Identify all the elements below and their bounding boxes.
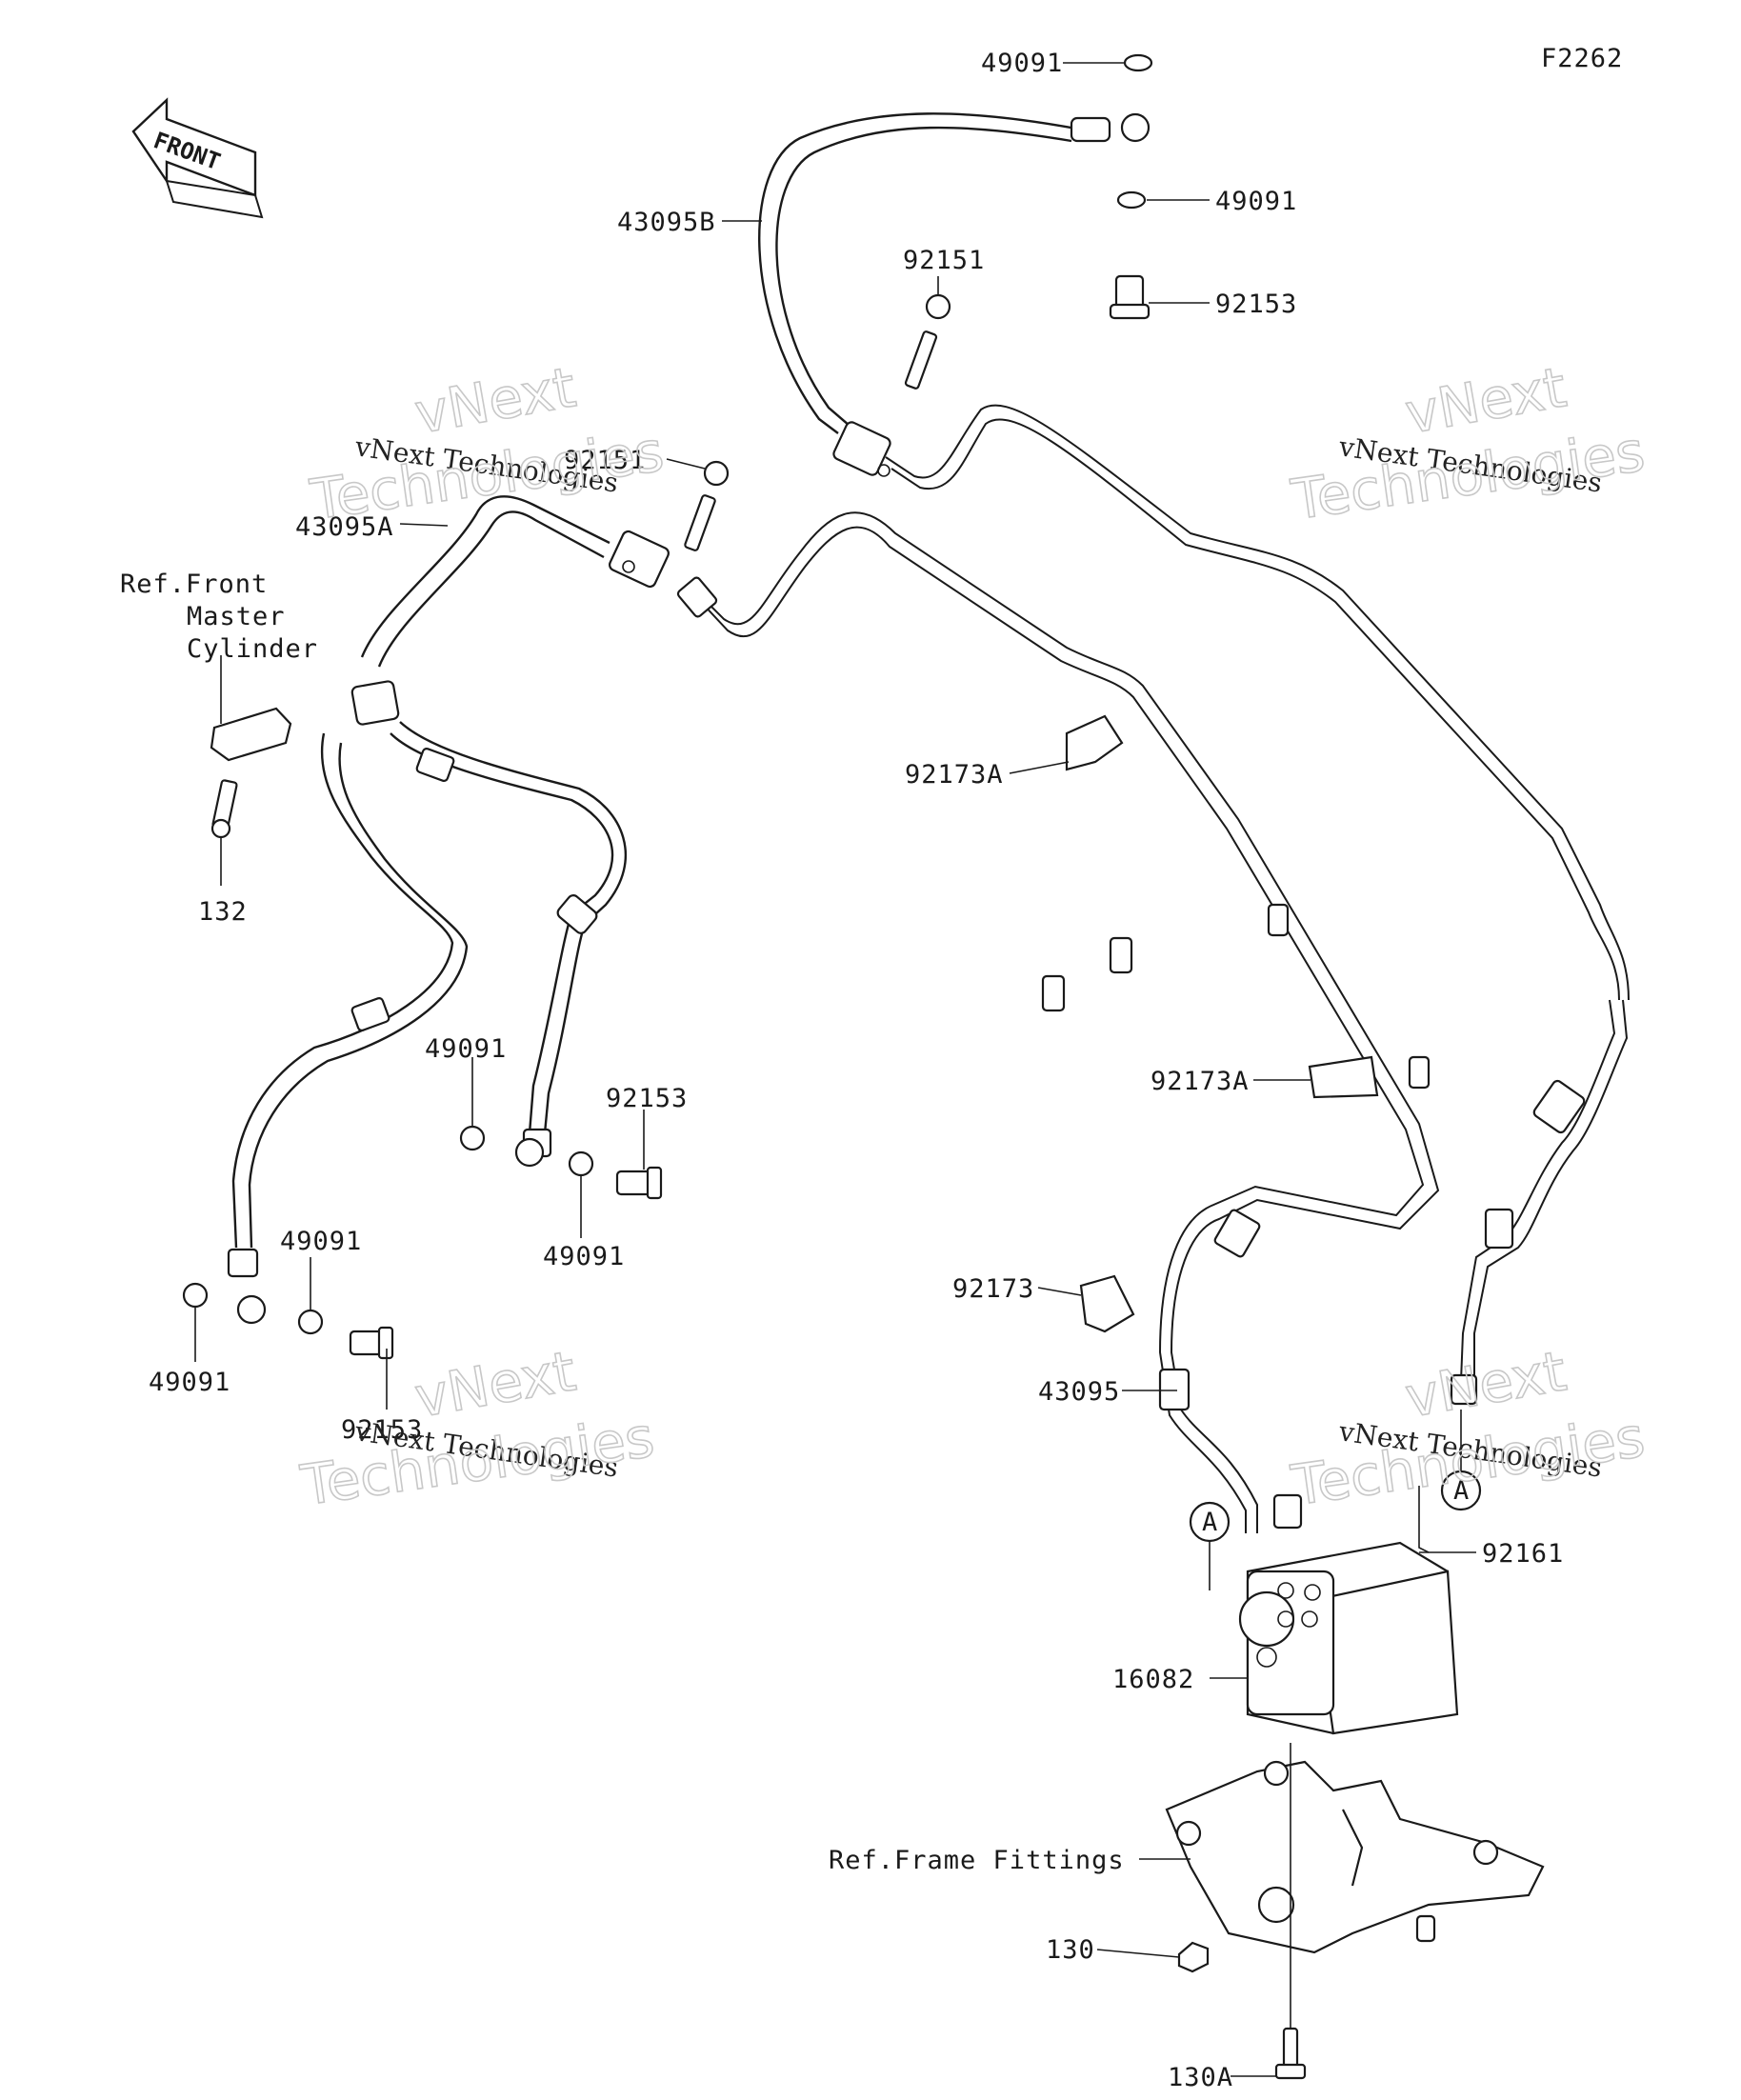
banjo-fitting-top xyxy=(1120,112,1151,143)
bolt-92151-b xyxy=(684,494,716,551)
watermark-top-left: vNext vNext Technologies Technologies xyxy=(306,354,669,533)
label-92153-mid: 92153 xyxy=(606,1084,688,1113)
washer-49091-low2 xyxy=(297,1309,324,1335)
label-92173: 92173 xyxy=(952,1274,1034,1304)
svg-text:vNext: vNext xyxy=(1401,1338,1571,1430)
clip-92173 xyxy=(1079,1274,1135,1333)
label-49091-mid: 49091 xyxy=(425,1034,507,1064)
label-16082: 16082 xyxy=(1112,1665,1194,1694)
bolt-92151-a xyxy=(904,330,938,390)
label-49091-top: 49091 xyxy=(981,49,1063,78)
marker-a1: A xyxy=(1189,1501,1231,1543)
brake-hoses xyxy=(227,112,1630,1533)
washer-49091-top xyxy=(1123,53,1153,72)
clip-92173A-b xyxy=(1308,1055,1379,1099)
label-ref-front-1: Ref.Front xyxy=(120,570,268,599)
watermark-top-right: vNext vNext Technologies Technologies xyxy=(1287,354,1650,533)
label-43095B: 43095B xyxy=(617,208,716,237)
watermark-bottom-right: vNext vNext Technologies Technologies xyxy=(1287,1338,1650,1519)
part-labels: 49091 49091 92153 43095B 92151 92151 430… xyxy=(120,49,1564,2092)
hose-splitter xyxy=(350,680,400,726)
svg-text:A: A xyxy=(1453,1476,1470,1506)
svg-text:vNext: vNext xyxy=(410,1338,581,1430)
bolt-130 xyxy=(1177,1941,1210,1973)
abs-hydraulic-unit xyxy=(1238,1486,1459,1735)
banjo-low xyxy=(236,1294,267,1325)
label-132: 132 xyxy=(198,897,248,927)
label-92153-top: 92153 xyxy=(1215,290,1297,319)
frame-bracket xyxy=(1165,1743,1545,2080)
washer-49091-low xyxy=(182,1282,209,1309)
washer-49091-top2 xyxy=(1116,190,1147,210)
label-92173A-b: 92173A xyxy=(1151,1067,1250,1096)
label-92173A-a: 92173A xyxy=(905,760,1004,790)
watermark-bottom-left: vNext vNext Technologies Technologies xyxy=(296,1338,659,1519)
label-ref-frame: Ref.Frame Fittings xyxy=(829,1846,1125,1875)
washer-49091-mid2 xyxy=(568,1150,594,1177)
leader-lines xyxy=(194,62,1476,2077)
master-cylinder-bracket xyxy=(210,707,292,762)
label-49091-low2: 49091 xyxy=(280,1227,362,1256)
label-ref-front-3: Cylinder xyxy=(187,634,318,664)
figure-code: F2262 xyxy=(1541,44,1623,73)
label-92151-a: 92151 xyxy=(903,246,985,275)
label-49091-mid2: 49091 xyxy=(543,1242,625,1271)
label-92153-low: 92153 xyxy=(341,1415,423,1445)
marker-a2: A xyxy=(1440,1470,1482,1511)
label-130: 130 xyxy=(1046,1935,1095,1965)
front-arrow-icon: FRONT xyxy=(131,97,264,219)
bolt-130A xyxy=(1282,2027,1299,2069)
label-43095: 43095 xyxy=(1038,1377,1120,1407)
label-92161: 92161 xyxy=(1482,1539,1564,1569)
washer-49091-mid xyxy=(459,1125,486,1151)
pipe-clamp-left xyxy=(609,530,670,589)
fasteners xyxy=(182,53,1379,1360)
label-92151-b: 92151 xyxy=(564,446,646,475)
label-43095A: 43095A xyxy=(295,512,394,542)
label-ref-front-2: Master xyxy=(187,602,286,631)
svg-text:A: A xyxy=(1202,1508,1218,1537)
banjo-mid xyxy=(514,1137,545,1168)
label-49091-top2: 49091 xyxy=(1215,187,1297,216)
pipe-clamp-upper xyxy=(832,421,891,476)
clip-92173A-a xyxy=(1065,714,1124,771)
label-130A: 130A xyxy=(1168,2063,1233,2092)
label-49091-low: 49091 xyxy=(149,1368,230,1397)
